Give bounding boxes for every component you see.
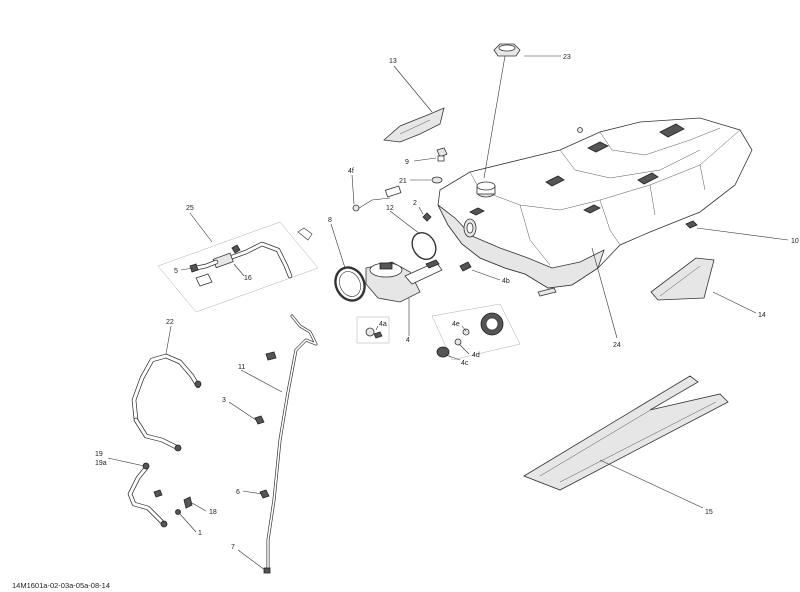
detail-box-4a [356, 316, 390, 344]
callout-19: 19 [95, 451, 103, 458]
clip-bracket-top [297, 227, 313, 241]
callout-12: 12 [386, 205, 394, 212]
bracket-top [265, 351, 277, 361]
grommet-21 [431, 176, 443, 184]
fuel-pump-module [365, 259, 443, 303]
tank-strip [537, 287, 557, 297]
callout-21: 21 [399, 178, 407, 185]
callout-2: 2 [413, 200, 417, 207]
screw-1 [175, 509, 181, 515]
callout-11: 11 [238, 364, 245, 371]
valve-9 [436, 147, 448, 162]
clip-18 [183, 496, 193, 509]
callout-7: 7 [231, 544, 235, 551]
clip-6 [259, 489, 270, 499]
fuel-tank [437, 117, 753, 289]
callout-18: 18 [209, 509, 217, 516]
callout-22: 22 [166, 319, 174, 326]
heat-shield-14 [650, 257, 715, 301]
callout-23: 23 [563, 54, 571, 61]
callout-5: 5 [174, 268, 178, 275]
callout-4: 4 [406, 337, 410, 344]
callout-25: 25 [186, 205, 194, 212]
hose-assembly-box [157, 221, 319, 313]
callout-19a: 19a [95, 460, 107, 467]
callout-24: 24 [613, 342, 621, 349]
clip-near-19 [153, 489, 163, 498]
seal-ring-12 [411, 231, 437, 261]
callout-4b: 4b [502, 278, 510, 285]
drawing-code: 14M1601a-02-03a-05a-08-14 [12, 581, 110, 590]
callout-4e: 4e [452, 321, 460, 328]
callout-15: 15 [705, 509, 713, 516]
callout-9: 9 [405, 159, 409, 166]
clip-3 [254, 415, 265, 425]
level-sender-4f [352, 185, 402, 212]
nut-2 [422, 212, 432, 222]
hose-22 [131, 353, 202, 452]
callout-1: 1 [198, 530, 202, 537]
callout-4f: 4f [348, 168, 354, 175]
vent-cover [383, 107, 445, 143]
callout-4d: 4d [472, 352, 480, 359]
clip-10 [685, 220, 698, 229]
leader-lines [107, 55, 789, 571]
callout-3: 3 [222, 397, 226, 404]
callout-14: 14 [758, 312, 766, 319]
connector-4b [459, 261, 472, 272]
detail-box-pump-head [431, 303, 521, 361]
callout-13: 13 [389, 58, 397, 65]
callout-8: 8 [328, 217, 332, 224]
callout-labels: 23 13 9 21 2 12 4f 8 10 4b 14 24 4 4a 4e… [95, 54, 799, 551]
lock-ring-8 [334, 266, 366, 302]
callout-4a: 4a [379, 321, 387, 328]
callout-10: 10 [791, 238, 799, 245]
protector-pad-15 [523, 375, 729, 491]
fuel-cap [493, 43, 521, 57]
callout-6: 6 [236, 489, 240, 496]
fuel-line-11 [263, 314, 318, 574]
callout-16: 16 [244, 275, 252, 282]
callout-4c: 4c [461, 360, 469, 367]
